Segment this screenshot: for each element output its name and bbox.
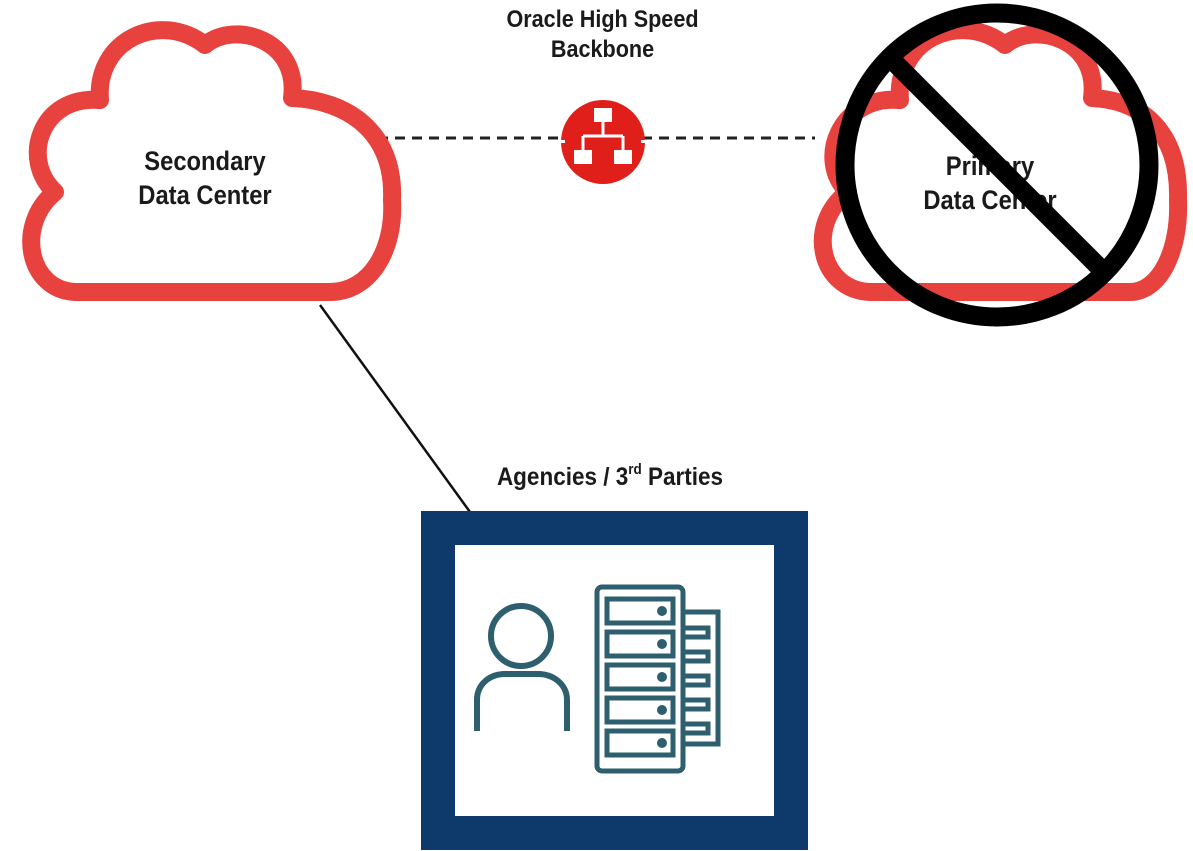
agencies-frame xyxy=(421,511,808,850)
primary-dc-label-line2: Data Center xyxy=(923,184,1057,215)
agency-link xyxy=(318,304,472,513)
secondary-dc-label: Secondary Data Center xyxy=(108,145,302,213)
secondary-dc-label-line2: Data Center xyxy=(138,179,272,210)
backbone-label-line1: Oracle High Speed xyxy=(506,6,699,33)
user-icon xyxy=(474,603,570,731)
backbone-label: Oracle High Speed Backbone xyxy=(483,5,722,65)
agencies-label: Agencies / 3rd Parties xyxy=(475,460,745,493)
primary-dc-label: Primary Data Center xyxy=(893,150,1087,218)
network-hierarchy-icon xyxy=(559,100,647,184)
agencies-label-suffix: Parties xyxy=(641,463,724,491)
agencies-label-sup: rd xyxy=(628,460,642,478)
primary-dc-label-line1: Primary xyxy=(945,151,1035,181)
backbone-label-line2: Backbone xyxy=(550,36,655,63)
agencies-label-prefix: Agencies / 3 xyxy=(496,463,629,491)
secondary-cloud-icon xyxy=(22,21,402,301)
server-rack-icon xyxy=(594,584,721,774)
secondary-dc-label-line1: Secondary xyxy=(144,146,266,176)
